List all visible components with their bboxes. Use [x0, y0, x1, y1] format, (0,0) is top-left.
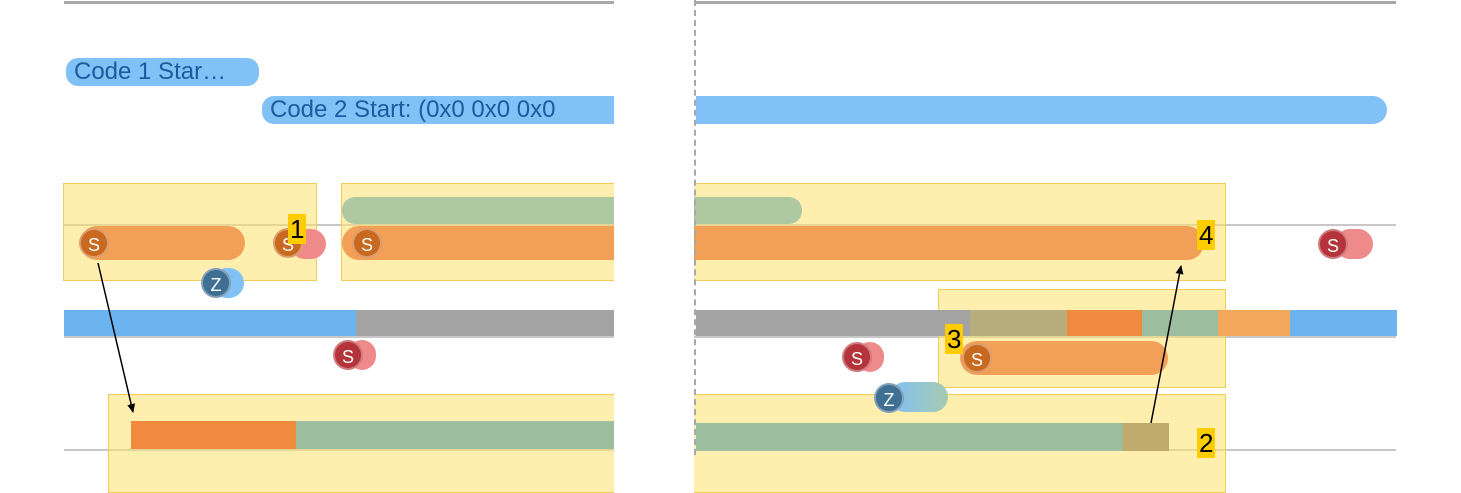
z-badge-2[interactable]: Z [874, 383, 904, 413]
gray-segment-row2-b[interactable] [696, 310, 970, 336]
marker-1: 1 [288, 214, 307, 244]
top-rule-left [64, 1, 614, 4]
green-segment-row4-b[interactable] [696, 423, 1123, 451]
z-badge-1[interactable]: Z [201, 268, 231, 298]
timeline-gap [614, 0, 694, 493]
light-orange-segment-row2[interactable] [1218, 310, 1290, 336]
green-segment-row4-a[interactable] [296, 421, 616, 449]
marker-3: 3 [945, 324, 964, 354]
code-2-start-label[interactable]: Code 2 Start: (0x0 0x0 0x0 [262, 96, 622, 124]
s-badge-red-2[interactable]: S [333, 340, 363, 370]
blue-segment-row2-right[interactable] [1290, 310, 1397, 336]
s-badge-orange-3[interactable]: S [352, 228, 382, 258]
olive-segment-row2[interactable] [970, 310, 1067, 336]
track-line-2 [64, 336, 1396, 338]
top-rule-right [696, 1, 1396, 4]
green-segment-row2[interactable] [1142, 310, 1218, 336]
olive-segment-row4[interactable] [1123, 423, 1169, 451]
dark-orange-segment-row4[interactable] [131, 421, 296, 449]
orange-segment-row2[interactable] [1067, 310, 1142, 336]
s-badge-red-3[interactable]: S [842, 342, 872, 372]
arrow-2-to-4 [1150, 265, 1184, 424]
orange-bar-row1-b[interactable] [342, 226, 1204, 260]
gray-segment-row2-a[interactable] [356, 310, 616, 336]
timeline-divider [694, 0, 696, 455]
s-badge-orange-4[interactable]: S [962, 343, 992, 373]
arrow-1-to-2 [97, 262, 136, 413]
s-badge-red-1[interactable]: S [1318, 229, 1348, 259]
marker-4: 4 [1197, 220, 1216, 250]
s-badge-orange-1[interactable]: S [79, 228, 109, 258]
marker-2: 2 [1197, 428, 1216, 458]
green-bar-row1[interactable] [342, 197, 802, 224]
orange-bar-row3[interactable] [960, 341, 1168, 375]
code-1-start-label[interactable]: Code 1 Star… [66, 58, 259, 86]
code-2-bar[interactable] [696, 96, 1387, 124]
